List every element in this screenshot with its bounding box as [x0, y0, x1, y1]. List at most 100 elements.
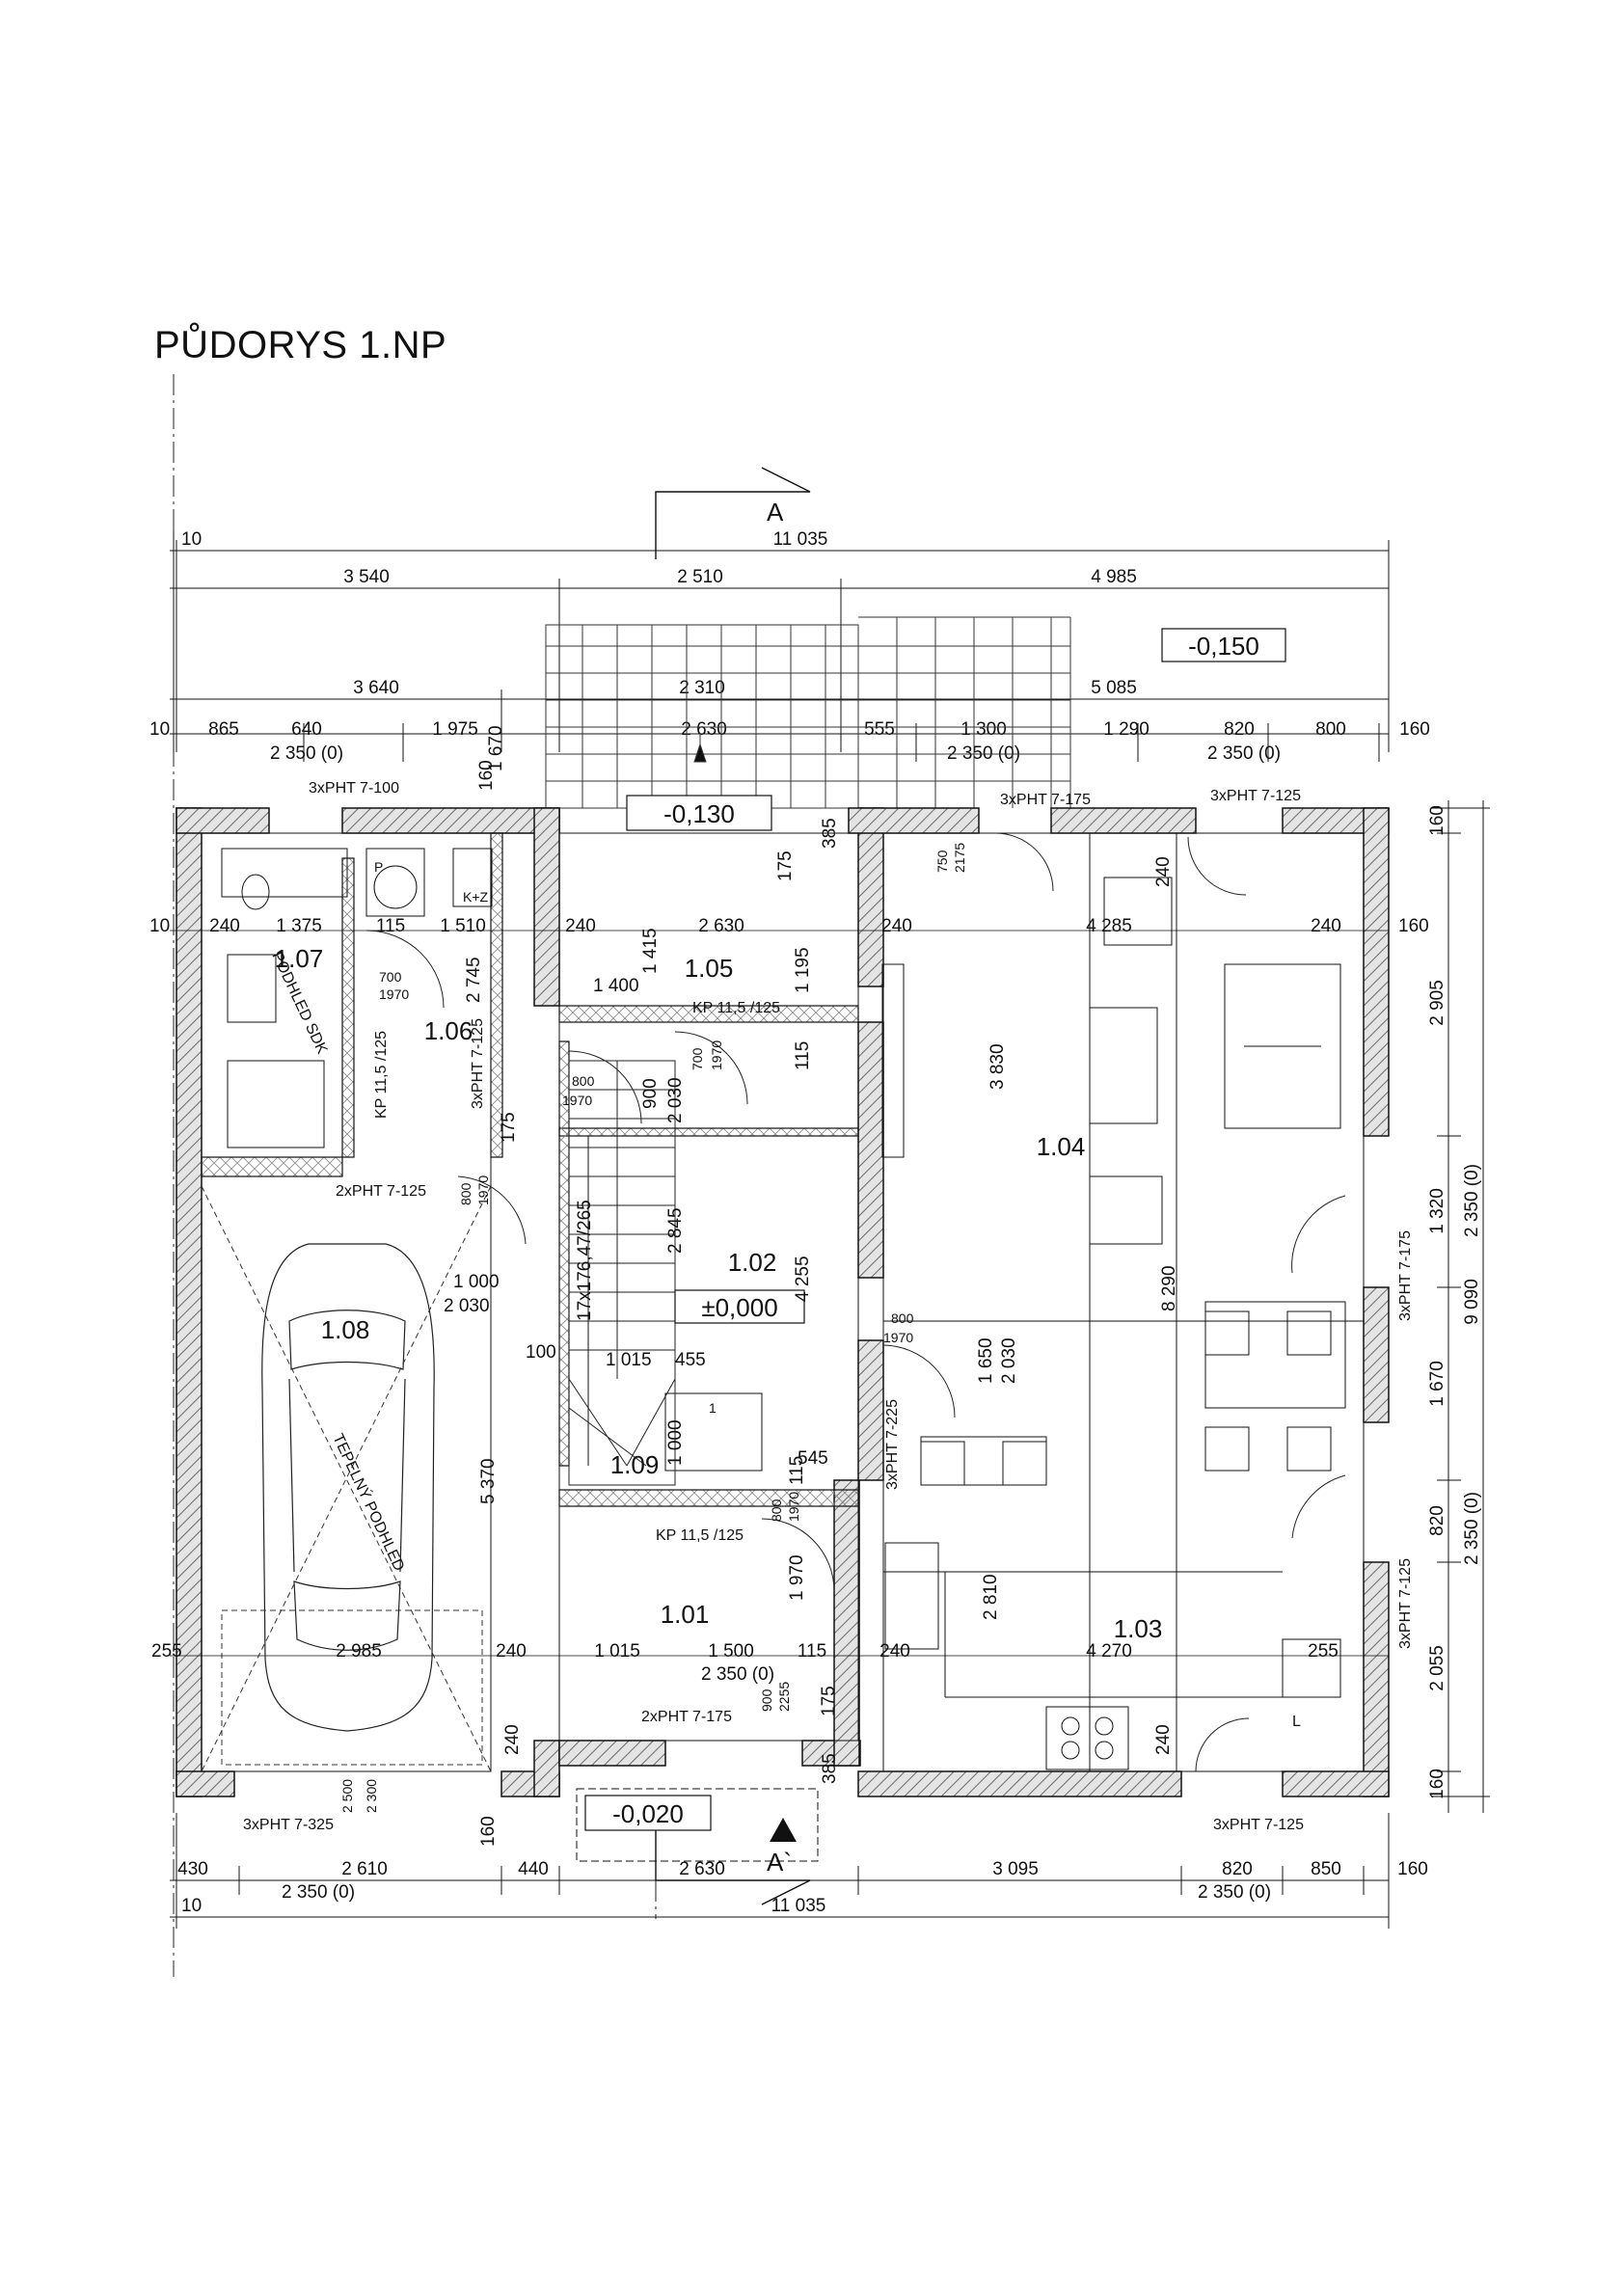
dim-b-2: 2 985 [336, 1641, 382, 1661]
dim-115a: 115 [793, 1041, 813, 1070]
opening-o10: 3xPHT 7-325 [243, 1817, 334, 1833]
bottom-dimension-lines [170, 1813, 1390, 1929]
dim-bot-7: 850 [1311, 1859, 1341, 1879]
door-700b-w: 700 [690, 1047, 705, 1070]
dim-1015: 1 015 [606, 1350, 652, 1370]
dim-4255: 4 255 [793, 1256, 813, 1302]
note-kp-1: KP 11,5 /125 [373, 1031, 390, 1119]
door-750-w: 750 [934, 850, 950, 873]
level-box-entry-steps [626, 795, 772, 831]
dim-2030a: 2 030 [444, 1296, 490, 1316]
door-750-h: 2175 [952, 843, 967, 873]
door-800c-h: 1970 [786, 1492, 801, 1522]
room-1.08: 1.08 [321, 1315, 370, 1344]
dim-385b: 385 [820, 1753, 840, 1784]
dim-top-r4-6: 555 [864, 719, 895, 740]
dim-top-r4-1: 10 [149, 719, 170, 740]
right-dimension-lines [1432, 800, 1490, 1813]
dim-bot-6: 820 [1222, 1859, 1253, 1879]
dim-a-5: 1 510 [440, 916, 486, 936]
level-box-interior [674, 1289, 805, 1324]
dim-a-7: 2 630 [698, 916, 744, 936]
dim-1000: 1 000 [453, 1272, 500, 1292]
room-1.01: 1.01 [661, 1600, 710, 1629]
label-kz: K+Z [463, 889, 489, 905]
dim-1650: 1 650 [976, 1337, 996, 1384]
dim-right-4: 1 670 [1427, 1361, 1447, 1407]
dim-b-8: 4 270 [1086, 1641, 1132, 1661]
door-swings [365, 832, 1346, 1772]
dim-1400: 1 400 [593, 976, 639, 996]
dim-right-sub-1: 2 350 (0) [1462, 1164, 1482, 1237]
door-800c-w: 800 [769, 1499, 784, 1522]
car-outline [261, 1243, 435, 1732]
dim-bot-4: 2 630 [679, 1859, 725, 1879]
terrace-steps-grid [545, 616, 1071, 809]
dim-top-r3-2: 2 310 [679, 678, 725, 698]
opening-o3: 3xPHT 7-125 [1210, 788, 1301, 804]
dim-a-2: 240 [209, 916, 240, 936]
dim-1: 1 [709, 1400, 717, 1416]
door-800d-h: 1970 [883, 1330, 913, 1345]
exterior-walls [176, 807, 1390, 1797]
room-outlines [201, 832, 1365, 1772]
dim-vert-1670: 1 670 [486, 725, 506, 771]
interior-dim-row-a-line [170, 930, 1389, 1657]
note-kp-2: KP 11,5 /125 [692, 1000, 780, 1016]
dim-5370: 5 370 [478, 1458, 499, 1504]
room-1.05: 1.05 [685, 954, 734, 983]
dim-115b: 115 [787, 1456, 807, 1485]
dim-right-2: 2 905 [1427, 980, 1447, 1026]
level-entry-steps: -0,130 [663, 799, 735, 828]
note-kp-3: KP 11,5 /125 [656, 1527, 744, 1544]
dim-240c: 240 [502, 1724, 523, 1755]
dim-top-r4-10: 800 [1315, 719, 1346, 740]
dim-right-inner-160: 160 [1398, 916, 1429, 936]
door-800a-w: 800 [572, 1073, 595, 1089]
dim-top-r4-2: 865 [208, 719, 239, 740]
dim-right-5: 820 [1427, 1505, 1447, 1536]
dim-b-4: 1 015 [594, 1641, 640, 1661]
door-700b-h: 1970 [709, 1040, 724, 1070]
dim-240b: 240 [1153, 1724, 1174, 1755]
dim-545: 545 [798, 1448, 828, 1469]
dim-a-10: 240 [1311, 916, 1341, 936]
door-900-h: 2255 [776, 1682, 792, 1712]
dim-175b: 175 [819, 1686, 839, 1716]
dim-385a: 385 [820, 818, 840, 849]
label-fridge: L [1292, 1714, 1301, 1730]
room-1.04: 1.04 [1037, 1132, 1086, 1161]
label-wc-p: P [374, 859, 383, 875]
dim-a-3: 1 375 [276, 916, 322, 936]
top-dimension-lines [170, 530, 1390, 762]
level-box-terrace [1161, 628, 1286, 662]
dim-right-7: 160 [1427, 1769, 1447, 1799]
dim-b-5: 1 500 [708, 1641, 754, 1661]
dim-top-10: 10 [181, 529, 202, 550]
dim-bot-10: 10 [181, 1896, 202, 1916]
dim-1970c: 1 970 [787, 1554, 807, 1601]
room-1.06: 1.06 [424, 1016, 473, 1045]
dim-b-7: 240 [879, 1641, 910, 1661]
door-700-h: 1970 [379, 986, 409, 1002]
dim-175a: 175 [499, 1112, 519, 1143]
section-mark-top [655, 467, 811, 559]
dim-a-9: 4 285 [1086, 916, 1132, 936]
dim-bot-sub-2: 2 350 (0) [1198, 1882, 1271, 1903]
dim-100: 100 [526, 1342, 556, 1363]
dim-240a: 240 [1153, 856, 1174, 887]
dim-top-r4-7: 1 300 [960, 719, 1007, 740]
dim-top-r4-9: 820 [1224, 719, 1255, 740]
dim-a-6: 240 [565, 916, 596, 936]
door-800b-w: 800 [458, 1182, 473, 1205]
garage-door-swing [201, 1185, 492, 1772]
door-700-w: 700 [379, 969, 402, 985]
dim-vert-160: 160 [476, 760, 497, 791]
opening-o1: 3xPHT 7-100 [309, 780, 399, 797]
dim-right-1: 160 [1427, 805, 1447, 836]
level-entrance: -0,020 [612, 1799, 684, 1828]
dim-2500: 2 500 [339, 1779, 355, 1813]
dim-top-r4-4: 1 975 [432, 719, 478, 740]
dim-b-1: 255 [151, 1641, 182, 1661]
dim-1195: 1 195 [793, 947, 813, 993]
